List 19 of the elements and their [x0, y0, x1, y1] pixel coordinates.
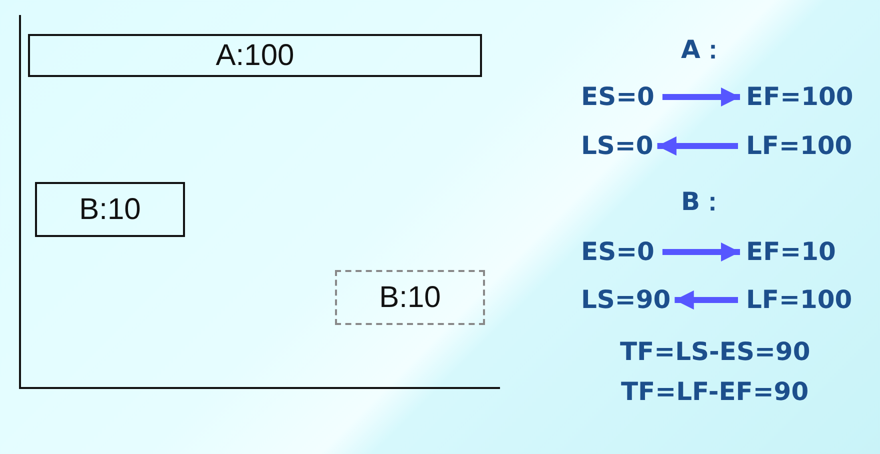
time-value: LF=100 — [746, 131, 852, 161]
arrow — [674, 290, 738, 310]
task-bar: A:100 — [28, 34, 482, 77]
formula: TF=LS-ES=90 — [620, 337, 810, 367]
time-value: LF=100 — [746, 285, 852, 315]
time-value: ES=0 — [581, 237, 654, 267]
activity-heading: B： — [681, 187, 726, 217]
arrow — [662, 87, 740, 107]
arrow — [662, 242, 740, 262]
task-bar: B:10 — [35, 182, 185, 237]
formula: TF=LF-EF=90 — [621, 377, 809, 407]
time-value: EF=10 — [746, 237, 836, 267]
shifted-task-bar: B:10 — [335, 270, 485, 325]
time-value: LS=90 — [581, 285, 671, 315]
time-value: LS=0 — [581, 131, 654, 161]
arrow — [657, 136, 738, 156]
time-value: EF=100 — [746, 82, 854, 112]
time-value: ES=0 — [581, 82, 654, 112]
activity-heading: A： — [681, 35, 726, 65]
